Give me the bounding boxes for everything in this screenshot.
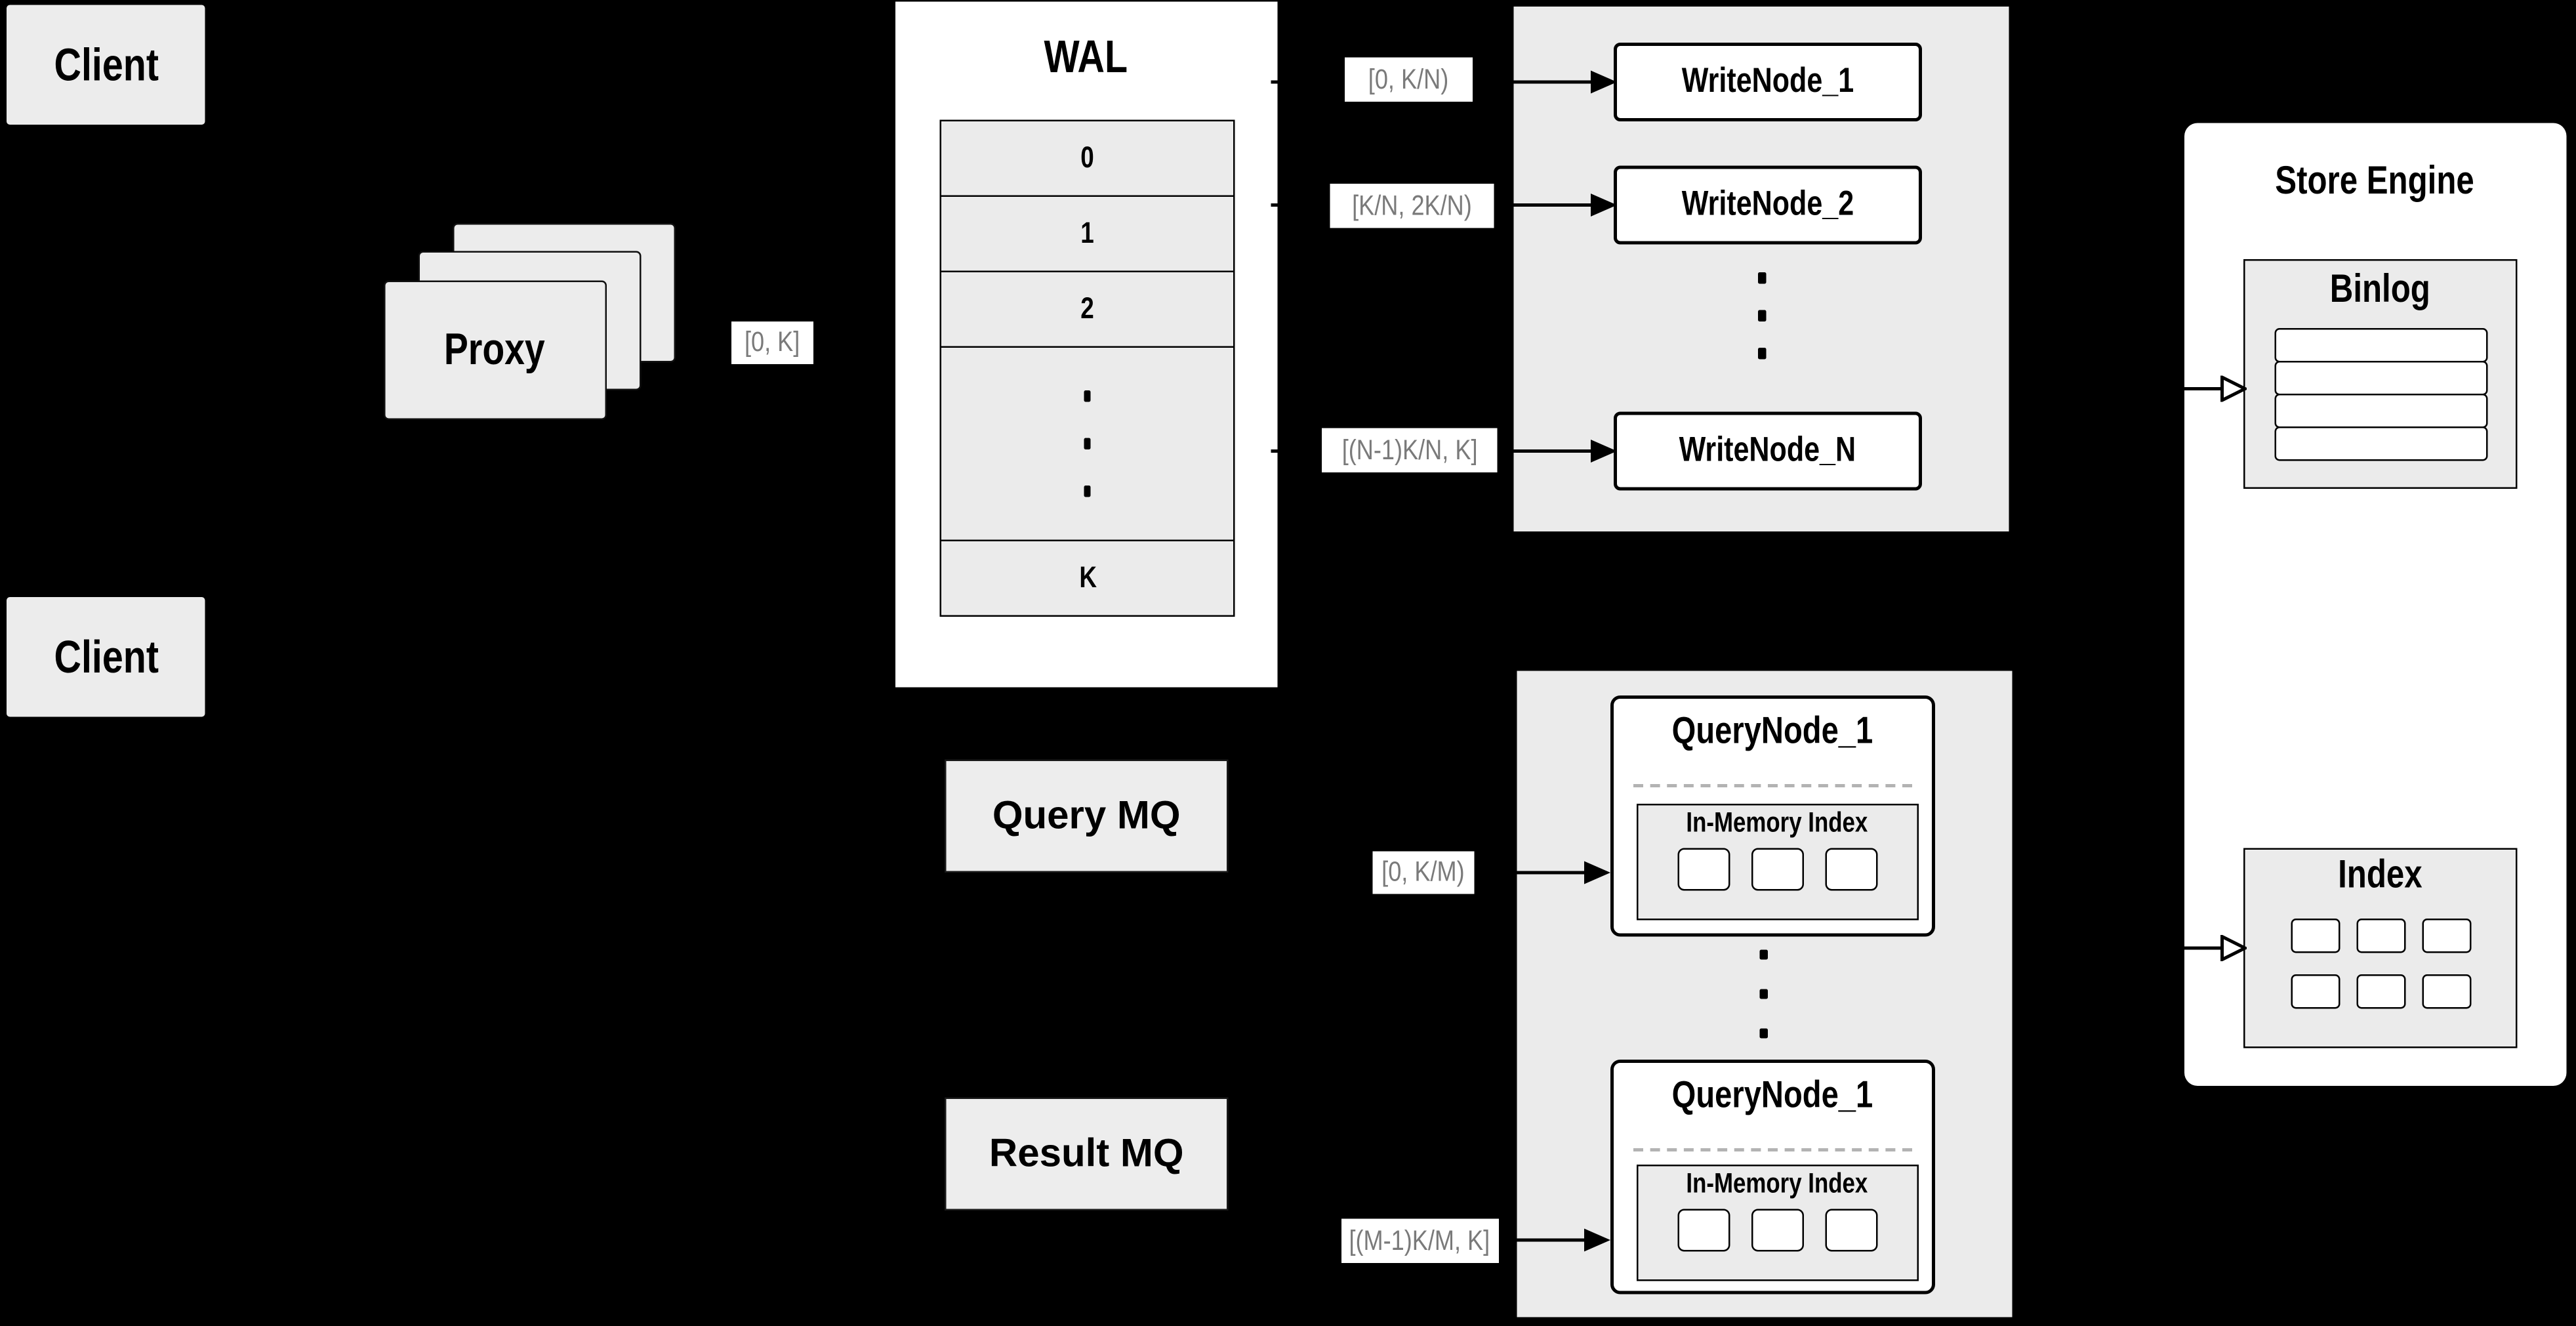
query-node-m-title: QueryNode_1 xyxy=(1672,1073,1873,1115)
binlog-row xyxy=(2274,361,2488,396)
range-label-querym: [(M-1)K/M, K] xyxy=(1341,1218,1499,1263)
memory-segment xyxy=(1825,848,1878,891)
memory-segment xyxy=(1751,848,1804,891)
arrowhead-writenode1-icon xyxy=(1591,70,1617,94)
index-segment xyxy=(2290,974,2340,1009)
query-group-ellipsis-icon xyxy=(1759,949,1768,1039)
proxy-card-front: Proxy xyxy=(384,280,607,420)
client-bottom-box: Client xyxy=(7,597,205,717)
wal-row-2: 2 xyxy=(939,270,1235,348)
write-node-1: WriteNode_1 xyxy=(1614,43,1922,121)
dashed-divider xyxy=(1633,784,1912,787)
arrow-to-binlog xyxy=(2132,387,2220,390)
query-node-m: QueryNode_1 In-Memory Index xyxy=(1610,1060,1935,1295)
store-engine-title: Store Engine xyxy=(2276,159,2475,204)
binlog-title: Binlog xyxy=(2330,267,2431,312)
range-label-write2: [K/N, 2K/N) xyxy=(1330,184,1494,228)
binlog-box: Binlog xyxy=(2243,259,2518,489)
arrow-to-querynode1 xyxy=(1505,871,1584,875)
index-segment xyxy=(2356,919,2405,953)
index-title: Index xyxy=(2338,853,2423,898)
wal-row-ellipsis xyxy=(939,346,1235,541)
wal-container: WAL 0 1 2 K xyxy=(895,1,1278,688)
in-memory-index-title-2: In-Memory Index xyxy=(1687,1168,1869,1199)
index-box: Index xyxy=(2243,848,2518,1048)
query-node-1-title: QueryNode_1 xyxy=(1672,709,1873,751)
open-arrowhead-binlog-icon xyxy=(2220,375,2247,402)
binlog-row xyxy=(2274,394,2488,428)
range-label-proxy-to-wal: [0, K] xyxy=(731,321,813,364)
memory-segment xyxy=(1677,1209,1730,1252)
memory-segments-1 xyxy=(1639,848,1917,891)
range-label-writen: [(N-1)K/N, K] xyxy=(1322,428,1498,472)
write-group-ellipsis-icon xyxy=(1758,272,1767,360)
range-label-query1: [0, K/M) xyxy=(1372,851,1475,894)
memory-segment xyxy=(1751,1209,1804,1252)
in-memory-index-box-2: In-Memory Index xyxy=(1637,1165,1919,1281)
wal-row-0: 0 xyxy=(939,119,1235,197)
store-engine-container: Store Engine Binlog Index xyxy=(2184,123,2567,1086)
wal-table: 0 1 2 K xyxy=(939,119,1235,617)
binlog-row xyxy=(2274,426,2488,461)
arrow-to-querynodem xyxy=(1505,1238,1584,1242)
arrow-to-index xyxy=(2132,946,2220,950)
memory-segment xyxy=(1825,1209,1878,1252)
vertical-ellipsis-icon xyxy=(1084,390,1091,497)
arrowhead-querynode1-icon xyxy=(1584,861,1610,884)
index-segment xyxy=(2356,974,2405,1009)
index-segment xyxy=(2421,974,2471,1009)
memory-segments-2 xyxy=(1639,1209,1917,1252)
result-mq-box: Result MQ xyxy=(945,1097,1229,1211)
range-label-write1: [0, K/N) xyxy=(1345,57,1473,102)
query-node-1: QueryNode_1 In-Memory Index xyxy=(1610,695,1935,937)
in-memory-index-box-1: In-Memory Index xyxy=(1637,804,1919,921)
client-top-box: Client xyxy=(7,5,205,125)
index-squares-row-1 xyxy=(2245,919,2516,953)
binlog-row xyxy=(2274,328,2488,363)
wal-row-k: K xyxy=(939,539,1235,617)
open-arrowhead-index-icon xyxy=(2220,935,2247,961)
write-node-2: WriteNode_2 xyxy=(1614,165,1922,245)
index-segment xyxy=(2421,919,2471,953)
wal-title: WAL xyxy=(1044,31,1129,83)
binlog-rows xyxy=(2274,328,2488,461)
query-mq-box: Query MQ xyxy=(945,759,1229,873)
memory-segment xyxy=(1677,848,1730,891)
index-squares-row-2 xyxy=(2245,974,2516,1009)
in-memory-index-title-1: In-Memory Index xyxy=(1687,807,1869,839)
write-node-n: WriteNode_N xyxy=(1614,411,1922,491)
arrowhead-querynodem-icon xyxy=(1584,1228,1610,1252)
arrowhead-writenoden-icon xyxy=(1591,440,1617,463)
index-segment xyxy=(2290,919,2340,953)
wal-row-1: 1 xyxy=(939,195,1235,272)
dashed-divider xyxy=(1633,1148,1912,1151)
arrowhead-writenode2-icon xyxy=(1591,194,1617,217)
